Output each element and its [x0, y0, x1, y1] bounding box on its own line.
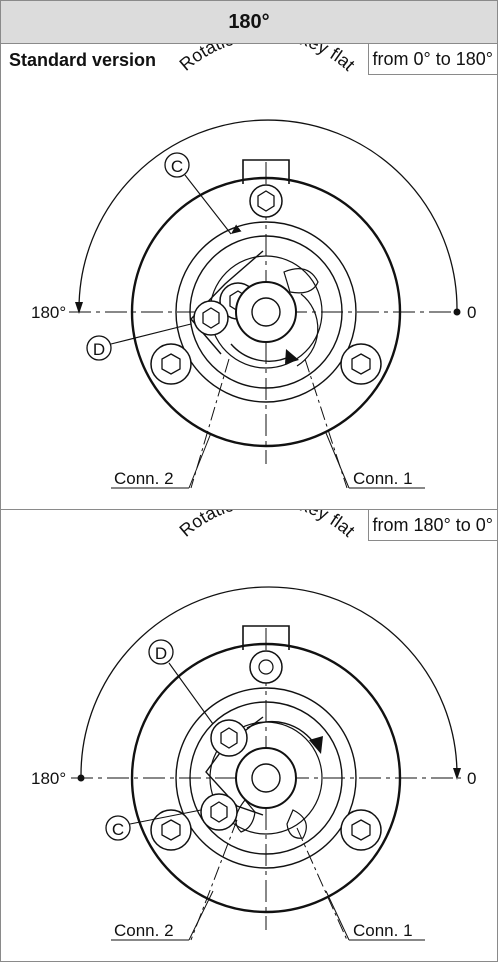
callout-lower: C: [112, 820, 124, 839]
conn2-leader: [188, 890, 214, 941]
label-180: 180°: [31, 303, 66, 322]
top-screw: [249, 184, 283, 218]
label-0: 0: [467, 769, 476, 788]
leader-upper: [184, 174, 242, 235]
arc-arrow-left: [75, 302, 83, 314]
screw-d: [210, 719, 248, 757]
conn-1-label: Conn. 1: [353, 469, 413, 488]
top-boss: [242, 159, 290, 184]
conn1-centerline: [296, 827, 348, 941]
hex-socket-icon: [351, 819, 371, 841]
hex-socket-icon: [351, 353, 371, 375]
label-0: 0: [467, 303, 476, 322]
rotation-arrow: [246, 720, 317, 747]
top-boss: [242, 625, 290, 650]
rotary-diagram-standard: Rotation angle key flat 180° 0: [31, 44, 476, 489]
conn-1-label: Conn. 1: [353, 921, 413, 940]
callout-circle-lower: [86, 335, 112, 361]
screw-d: [193, 300, 229, 336]
hex-socket-icon: [220, 727, 238, 749]
flange-ring: [175, 687, 357, 869]
screw-right: [340, 809, 382, 851]
arc-label: Rotation angle key flat: [176, 44, 359, 75]
flange-ring-inner: [189, 701, 343, 855]
leader-lower: [129, 809, 202, 825]
conn-2-label: Conn. 2: [114, 921, 174, 940]
hex-socket-icon: [161, 819, 181, 841]
range-label: from 180° to 0°: [367, 510, 497, 541]
leader-upper: [168, 662, 214, 725]
callout-upper: C: [171, 157, 183, 176]
slot-upper: [283, 268, 319, 294]
slot-arc: [296, 293, 319, 367]
shaft-bore: [251, 763, 281, 793]
callout-lower: D: [93, 340, 105, 359]
top-screw: [249, 650, 283, 684]
shaft: [235, 747, 297, 809]
hex-socket-icon: [161, 353, 181, 375]
shaft: [235, 281, 297, 343]
rotation-arc: [78, 119, 458, 310]
callout-circle-upper: [148, 639, 174, 665]
section-title: Standard version: [9, 50, 157, 70]
callout-circle-lower: [105, 815, 131, 841]
outer-flange: [130, 642, 402, 914]
flange-ring-inner: [189, 235, 343, 389]
rotary-diagram-reverse: Rotation angle key flat 180° 0: [31, 510, 476, 941]
hex-socket-icon: [210, 801, 228, 823]
callout-circle-upper: [164, 152, 190, 178]
slot-lower-right: [286, 809, 307, 839]
outer-flange: [130, 176, 402, 448]
conn1-leader: [325, 432, 350, 489]
screw-left: [150, 809, 192, 851]
rotation-arrowhead: [309, 736, 323, 754]
rotation-arrowhead: [285, 349, 299, 364]
section-reverse: from 180° to 0° Rotation angle key flat …: [1, 510, 497, 961]
hex-socket-icon: [257, 190, 275, 212]
screw-right: [340, 343, 382, 385]
flange-ring: [175, 221, 357, 403]
arc-arrow-right: [453, 768, 461, 780]
screw-c: [200, 793, 238, 831]
slot-lower-left: [235, 799, 256, 833]
callout-upper: D: [155, 644, 167, 663]
top-screw-socket-icon: [258, 659, 274, 675]
rotation-arc: [80, 586, 458, 776]
conn2-leader: [188, 432, 212, 489]
shaft-bore: [251, 297, 281, 327]
angle-header: 180°: [1, 1, 497, 44]
section-standard: Standard version from 0° to 180° Rotatio…: [1, 44, 497, 510]
label-180: 180°: [31, 769, 66, 788]
conn1-leader: [325, 890, 350, 941]
rotation-arrow: [230, 343, 292, 362]
leader-lower: [110, 323, 192, 345]
range-label: from 0° to 180°: [367, 44, 497, 75]
conn-2-label: Conn. 2: [114, 469, 174, 488]
screw-left: [150, 343, 192, 385]
hex-socket-icon: [202, 307, 220, 329]
arc-label: Rotation angle key flat: [176, 510, 359, 541]
